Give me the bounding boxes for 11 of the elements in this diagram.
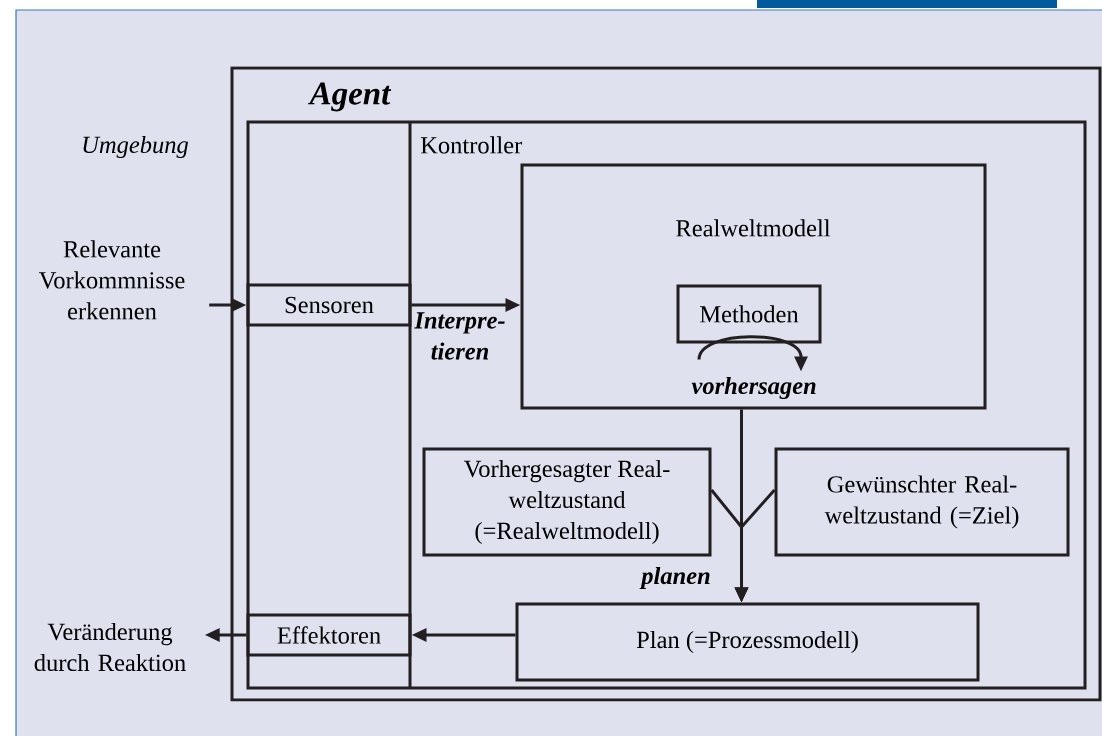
plan-box: Plan (=Prozessmodell) (515, 602, 980, 682)
edge-label: Interpre- tieren (414, 312, 505, 360)
sensor-box: Sensoren (246, 283, 412, 327)
input-text: Relevante Vorkommnisse erkennen (39, 240, 185, 320)
goal-box: Gewünschter Real- weltzustand (=Ziel) (774, 447, 1070, 557)
effector-box: Effektoren (246, 613, 412, 657)
edge-label: planen (639, 566, 710, 590)
methods-box: Methoden (676, 284, 822, 344)
state-box: Vorhergesagter Real- weltzustand (=Realweltmodell) (422, 447, 712, 557)
edge-label: vorhersagen (691, 376, 816, 400)
output-text: Veränderung durch Reaktion (34, 622, 186, 672)
